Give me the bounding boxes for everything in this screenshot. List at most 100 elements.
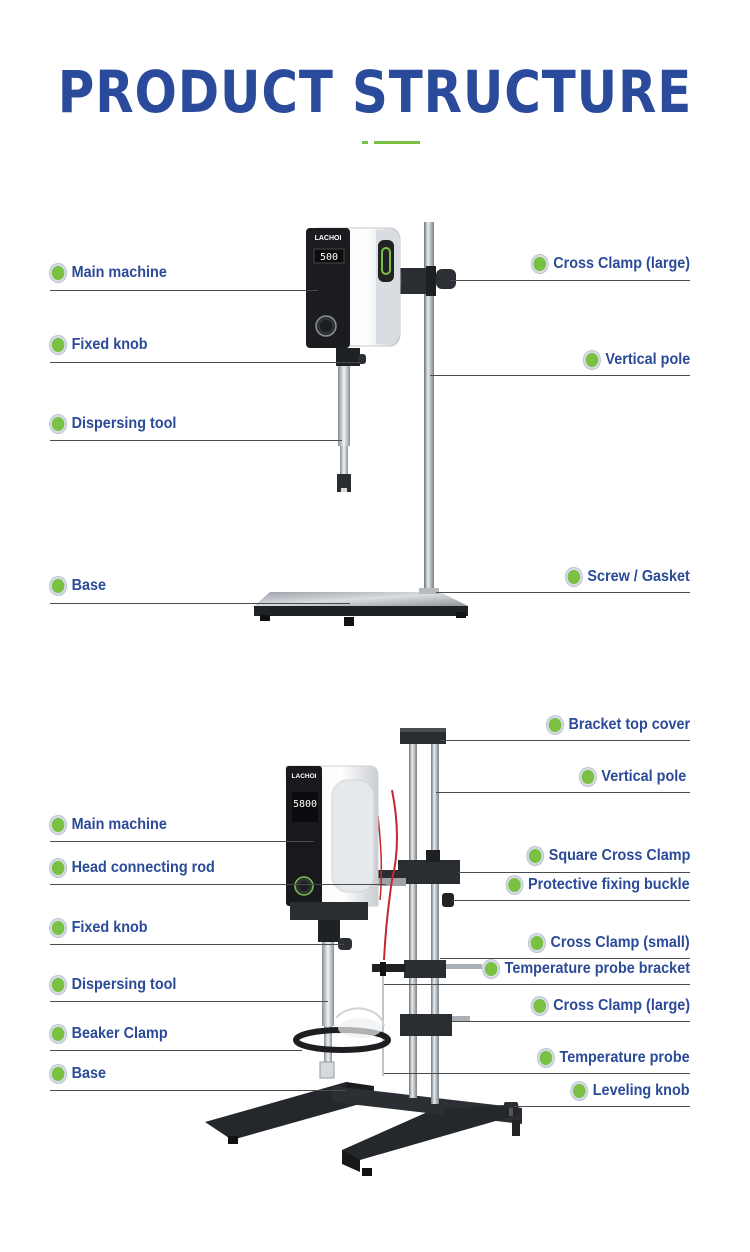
leader-line	[440, 958, 690, 959]
label-text: Cross Clamp (large)	[553, 997, 690, 1014]
label-text: Leveling knob	[593, 1082, 690, 1099]
label-text: Head connecting rod	[71, 859, 215, 876]
label-text: Bracket top cover	[568, 716, 690, 733]
bullet-icon	[583, 351, 600, 369]
label-head-connecting-rod: Head connecting rod	[50, 859, 215, 877]
top-base-plate	[254, 592, 468, 606]
label-temperature-probe: Temperature probe	[538, 1049, 690, 1067]
label-text: Fixed knob	[71, 336, 148, 353]
bullet-icon	[506, 876, 523, 894]
bullet-icon	[50, 919, 67, 937]
label-bracket-top-cover: Bracket top cover	[546, 716, 690, 734]
leader-line	[50, 944, 344, 945]
bullet-icon	[538, 1049, 555, 1067]
label-text: Temperature probe bracket	[504, 960, 690, 977]
leader-line	[50, 884, 386, 885]
label-text: Dispersing tool	[71, 976, 177, 993]
bullet-icon	[531, 997, 548, 1015]
leader-line	[436, 592, 690, 593]
bullet-icon	[50, 1025, 67, 1043]
bullet-icon	[529, 934, 546, 952]
leader-line	[452, 1021, 690, 1022]
label-square-cross-clamp: Square Cross Clamp	[526, 847, 690, 865]
leader-line	[450, 280, 690, 281]
top-vertical-pole	[424, 222, 434, 594]
bullet-icon	[50, 264, 67, 282]
label-fixed-knob-top: Fixed knob	[50, 336, 148, 354]
leader-line	[514, 1106, 690, 1107]
leader-line	[50, 841, 314, 842]
bullet-icon	[50, 1065, 67, 1083]
bullet-icon	[526, 847, 543, 865]
page-title: PRODUCT STRUCTURE	[57, 58, 693, 126]
bullet-icon	[546, 716, 563, 734]
label-main-machine-bottom: Main machine	[50, 816, 167, 834]
bullet-icon	[50, 859, 67, 877]
label-base-top: Base	[50, 577, 106, 595]
leader-line	[430, 375, 690, 376]
bullet-icon	[531, 255, 548, 273]
bullet-icon	[50, 336, 67, 354]
label-text: Cross Clamp (small)	[550, 934, 690, 951]
label-screw-gasket-top: Screw / Gasket	[565, 568, 690, 586]
label-cross-clamp-large-bottom: Cross Clamp (large)	[531, 997, 690, 1015]
leader-line	[50, 362, 360, 363]
label-vertical-pole-top: Vertical pole	[583, 351, 690, 369]
bullet-icon	[50, 577, 67, 595]
svg-text:5800: 5800	[293, 799, 317, 810]
leader-line	[50, 1090, 346, 1091]
label-text: Screw / Gasket	[587, 568, 690, 585]
leader-line	[458, 872, 690, 873]
bullet-icon	[571, 1082, 588, 1100]
bullet-icon	[579, 768, 596, 786]
label-text: Cross Clamp (large)	[553, 255, 690, 272]
bullet-icon	[50, 976, 67, 994]
leader-line	[440, 740, 690, 741]
leader-line	[50, 1050, 302, 1051]
label-cross-clamp-small: Cross Clamp (small)	[529, 934, 690, 952]
label-text: Main machine	[71, 264, 167, 281]
label-base-bottom: Base	[50, 1065, 106, 1083]
label-vertical-pole-bottom: Vertical pole	[579, 768, 686, 786]
label-text: Vertical pole	[601, 768, 686, 785]
bullet-icon	[565, 568, 583, 586]
label-cross-clamp-large-top: Cross Clamp (large)	[531, 255, 690, 273]
leader-line	[50, 603, 350, 604]
svg-text:LACHOI: LACHOI	[315, 235, 342, 242]
label-fixed-knob-bottom: Fixed knob	[50, 919, 148, 937]
bullet-icon	[483, 960, 500, 978]
label-temperature-probe-bracket: Temperature probe bracket	[483, 960, 690, 978]
label-main-machine-top: Main machine	[50, 264, 167, 282]
label-dispersing-tool-bottom: Dispersing tool	[50, 976, 176, 994]
leader-line	[50, 1001, 328, 1002]
label-text: Base	[71, 1065, 107, 1082]
label-dispersing-tool-top: Dispersing tool	[50, 415, 176, 433]
svg-text:500: 500	[320, 252, 338, 263]
leader-line	[452, 900, 690, 901]
leader-line	[384, 984, 690, 985]
bullet-icon	[50, 415, 67, 433]
label-text: Main machine	[71, 816, 167, 833]
label-leveling-knob: Leveling knob	[571, 1082, 690, 1100]
label-text: Dispersing tool	[71, 415, 177, 432]
underline-dot	[362, 141, 368, 144]
label-beaker-clamp: Beaker Clamp	[50, 1025, 168, 1043]
leader-line	[50, 440, 342, 441]
title-underline	[362, 141, 420, 144]
label-text: Base	[71, 577, 107, 594]
label-text: Square Cross Clamp	[548, 847, 690, 864]
top-dispersing-tool	[338, 366, 350, 446]
leader-line	[384, 1073, 690, 1074]
label-text: Fixed knob	[71, 919, 148, 936]
label-protective-fixing-buckle: Protective fixing buckle	[506, 876, 690, 894]
label-text: Beaker Clamp	[71, 1025, 168, 1042]
label-text: Protective fixing buckle	[528, 876, 690, 893]
underline-bar	[374, 141, 420, 144]
leader-line	[436, 792, 690, 793]
label-text: Temperature probe	[559, 1049, 690, 1066]
svg-text:LACHOI: LACHOI	[292, 773, 317, 780]
label-text: Vertical pole	[605, 351, 690, 368]
bottom-stand-illustration: LACHOI 5800	[205, 728, 522, 1176]
bullet-icon	[50, 816, 67, 834]
